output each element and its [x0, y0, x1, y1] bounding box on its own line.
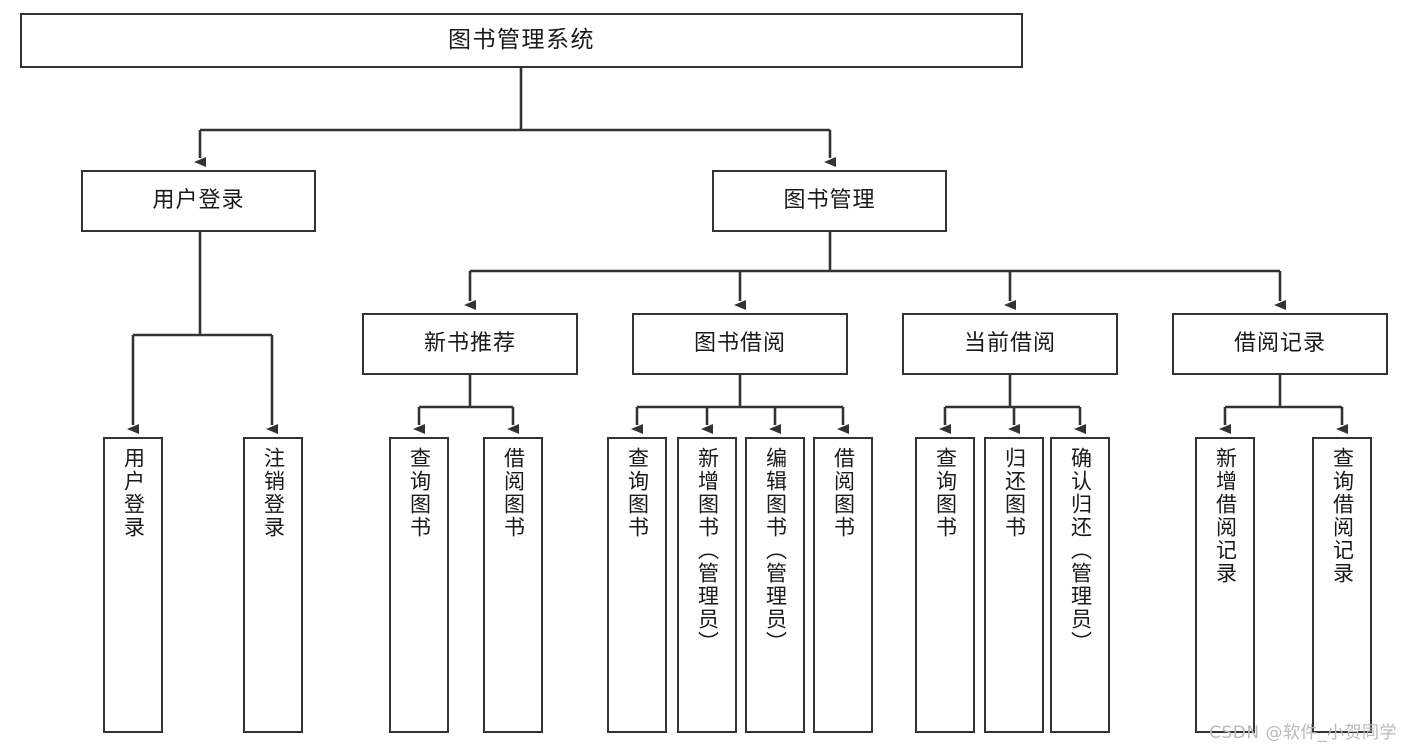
node-leaf-add-book-admin[interactable]: 新增图书（管理员） — [677, 437, 737, 733]
node-leaf-label: 归还图书 — [1002, 447, 1027, 539]
node-leaf-query-books-current[interactable]: 查询图书 — [915, 437, 975, 733]
node-new-book-recommendation-label: 新书推荐 — [423, 331, 516, 357]
node-leaf-label: 查询图书 — [625, 447, 650, 539]
node-user-login[interactable]: 用户登录 — [81, 170, 316, 232]
node-leaf-borrow-books-newbook[interactable]: 借阅图书 — [483, 437, 543, 733]
node-leaf-label: 查询借阅记录 — [1330, 447, 1355, 585]
node-borrowing-record-label: 借阅记录 — [1233, 331, 1326, 357]
node-leaf-label: 编辑图书（管理员） — [763, 447, 788, 654]
node-leaf-return-books[interactable]: 归还图书 — [984, 437, 1044, 733]
node-leaf-label: 用户登录 — [121, 447, 146, 539]
node-leaf-label: 借阅图书 — [831, 447, 856, 539]
node-user-login-label: 用户登录 — [152, 188, 245, 214]
node-leaf-confirm-return-admin[interactable]: 确认归还（管理员） — [1050, 437, 1110, 733]
node-book-management[interactable]: 图书管理 — [712, 170, 947, 232]
node-current-borrowing[interactable]: 当前借阅 — [902, 313, 1118, 375]
node-new-book-recommendation[interactable]: 新书推荐 — [362, 313, 578, 375]
node-leaf-label: 注销登录 — [261, 447, 286, 539]
node-root-book-management-system[interactable]: 图书管理系统 — [20, 13, 1023, 68]
node-book-borrowing-label: 图书借阅 — [693, 331, 786, 357]
node-leaf-logout[interactable]: 注销登录 — [243, 437, 303, 733]
node-leaf-query-books-borrowing[interactable]: 查询图书 — [607, 437, 667, 733]
node-root-label: 图书管理系统 — [448, 26, 595, 53]
node-leaf-label: 新增图书（管理员） — [695, 447, 720, 654]
node-leaf-query-books-newbook[interactable]: 查询图书 — [389, 437, 449, 733]
node-leaf-label: 借阅图书 — [501, 447, 526, 539]
node-borrowing-record[interactable]: 借阅记录 — [1172, 313, 1388, 375]
node-leaf-edit-book-admin[interactable]: 编辑图书（管理员） — [745, 437, 805, 733]
node-book-borrowing[interactable]: 图书借阅 — [632, 313, 848, 375]
node-leaf-label: 新增借阅记录 — [1213, 447, 1238, 585]
node-leaf-label: 确认归还（管理员） — [1068, 447, 1093, 654]
node-leaf-borrow-books-borrowing[interactable]: 借阅图书 — [813, 437, 873, 733]
node-leaf-label: 查询图书 — [407, 447, 432, 539]
node-current-borrowing-label: 当前借阅 — [963, 331, 1056, 357]
node-leaf-label: 查询图书 — [933, 447, 958, 539]
node-book-management-label: 图书管理 — [783, 188, 876, 214]
node-leaf-user-login[interactable]: 用户登录 — [103, 437, 163, 733]
node-leaf-add-borrow-record[interactable]: 新增借阅记录 — [1195, 437, 1255, 733]
node-leaf-query-borrow-record[interactable]: 查询借阅记录 — [1312, 437, 1372, 733]
